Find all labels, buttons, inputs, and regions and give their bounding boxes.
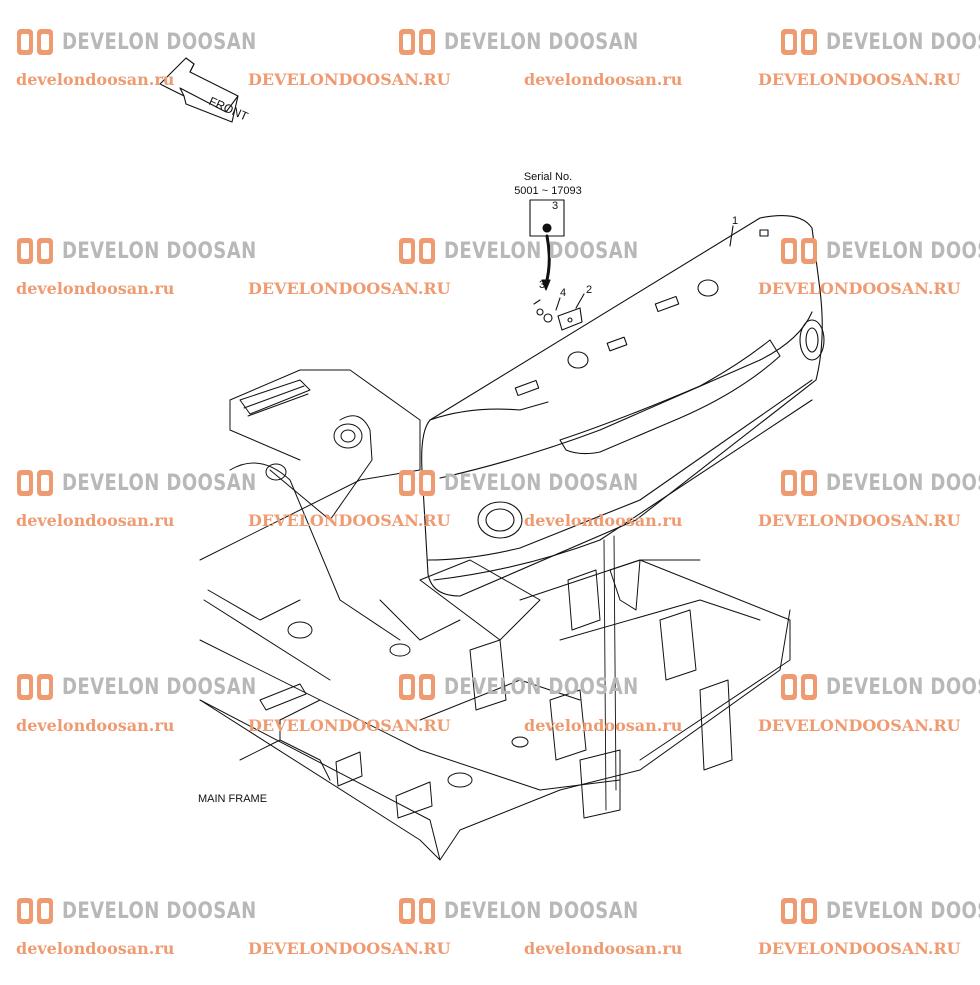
callout-part-3-inset: 3	[552, 200, 558, 212]
callout-part-2: 2	[586, 284, 592, 296]
front-direction-arrow	[159, 57, 239, 123]
serial-title: Serial No.	[524, 171, 572, 183]
counterweight	[421, 215, 825, 597]
callout-part-4: 4	[560, 287, 566, 299]
callout-part-1: 1	[732, 215, 738, 227]
bracket-assembly	[533, 293, 585, 331]
main-frame-label: MAIN FRAME	[198, 793, 267, 805]
leader-line-1	[729, 225, 734, 247]
mount-line-b	[613, 535, 617, 791]
mount-line-a	[603, 539, 607, 811]
main-frame	[199, 369, 791, 861]
serial-range: 5001 ~ 17093	[514, 185, 582, 197]
callout-part-3: 3	[539, 279, 545, 291]
serial-inset-box	[529, 199, 565, 291]
